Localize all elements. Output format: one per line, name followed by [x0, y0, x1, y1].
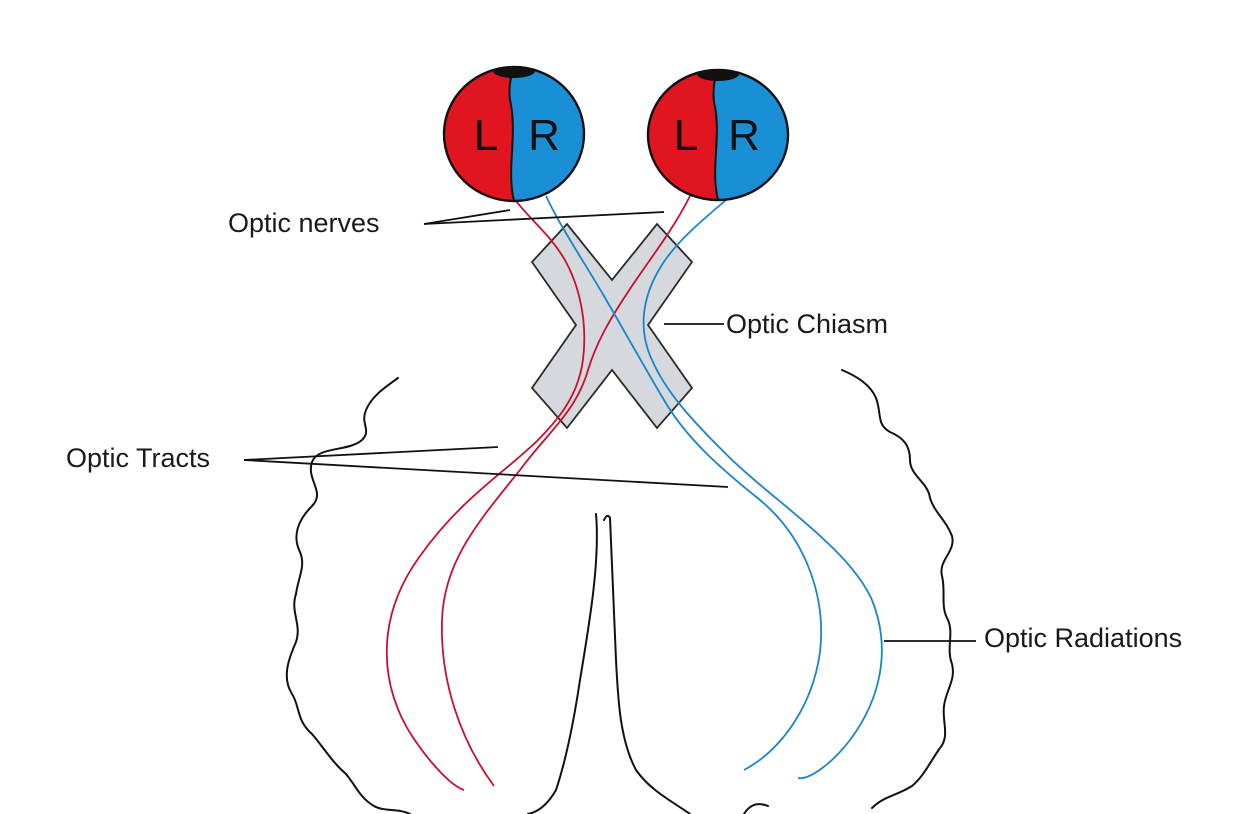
leader-line-optic-nerves: [423, 211, 665, 225]
eye-letter-right: R: [728, 111, 760, 160]
optic-fiber-red: [441, 195, 691, 787]
eye-letter-left: L: [474, 111, 498, 160]
medial-fissure: [743, 803, 769, 814]
eye-letter-left: L: [674, 111, 698, 160]
eye-right: L R: [646, 68, 790, 202]
optic-fiber-red: [385, 195, 586, 791]
brain-outline: [285, 377, 411, 814]
eye-right-field-half: [509, 67, 584, 201]
label-optic-chiasm: Optic Chiasm: [726, 309, 888, 339]
eye-left-field-half: [444, 67, 514, 201]
leader-line-optic-tracts: [243, 459, 729, 488]
label-optic-nerves: Optic nerves: [228, 208, 380, 238]
pupil-icon: [493, 66, 535, 78]
medial-fissure: [527, 513, 598, 814]
optic-chiasm-shape: [530, 222, 694, 430]
eye-letter-right: R: [528, 111, 560, 160]
eye-left-field-half: [648, 70, 718, 200]
leader-line-optic-tracts: [243, 446, 499, 461]
optic-fiber-blue: [642, 199, 883, 779]
brain-outline: [841, 369, 954, 809]
label-optic-tracts: Optic Tracts: [66, 443, 210, 473]
label-optic-radiations: Optic Radiations: [984, 623, 1182, 653]
leader-line-optic-nerves: [423, 209, 511, 225]
optic-fiber-blue: [545, 195, 822, 771]
eye-right-field-half: [713, 70, 788, 200]
pupil-icon: [697, 69, 739, 81]
eye-left: L R: [442, 65, 586, 203]
medial-fissure: [603, 514, 691, 814]
